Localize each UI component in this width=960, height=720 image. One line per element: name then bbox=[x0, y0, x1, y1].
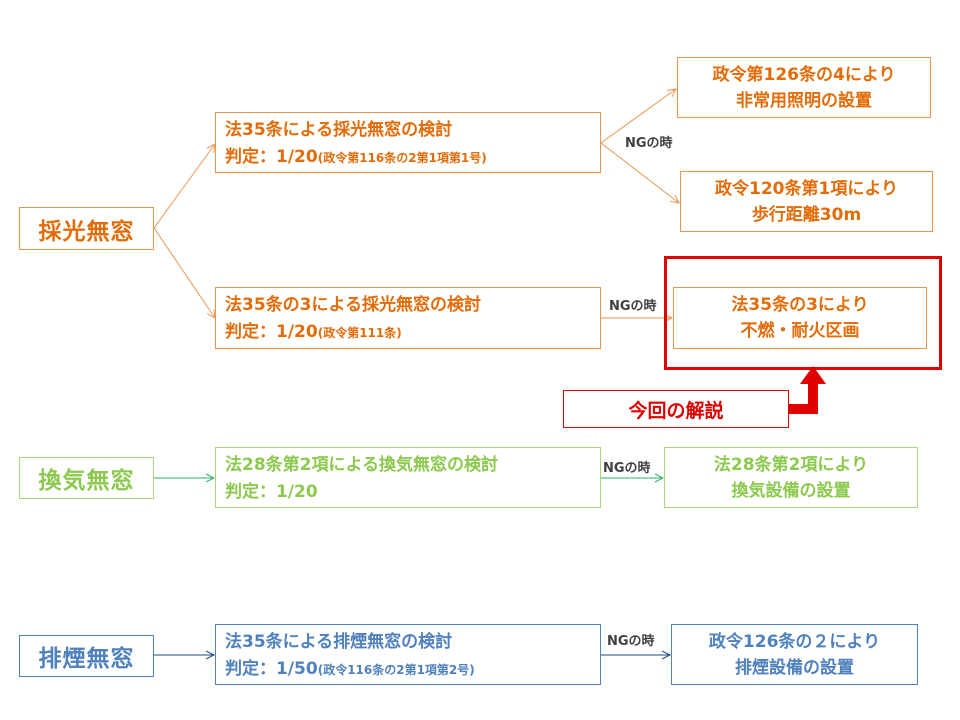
result1-line2: 非常用照明の設置 bbox=[736, 90, 872, 111]
arrow-check1-to-result1 bbox=[600, 89, 676, 144]
result3-line2: 不燃・耐火区画 bbox=[740, 321, 860, 341]
haien-check-line2: 判定：1/50(政令116条の2第1項第2号) bbox=[225, 656, 600, 684]
saiko-title-text: 採光無窓 bbox=[38, 218, 135, 245]
ng-label-1: NGの時 bbox=[625, 136, 673, 151]
result2-line1: 政令120条第1項により bbox=[715, 178, 898, 199]
check1-ref: (政令第116条の2第1項第1号) bbox=[317, 151, 487, 165]
ng-label-4: NGの時 bbox=[607, 634, 655, 649]
result2-line2: 歩行距離30m bbox=[751, 204, 862, 225]
ng-label-2: NGの時 bbox=[609, 299, 657, 314]
check2-ratio: 判定：1/20 bbox=[225, 322, 318, 342]
saiko-check2-box: 法35条の3による採光無窓の検討 判定：1/20(政令第111条) bbox=[215, 287, 601, 349]
check2-line1: 法35条の3による採光無窓の検討 bbox=[225, 295, 481, 315]
saiko-result2-box: 政令120条第1項により 歩行距離30m bbox=[680, 171, 933, 232]
haien-check-line1: 法35条による排煙無窓の検討 bbox=[225, 632, 453, 652]
haien-result-line1: 政令126条の２により bbox=[708, 631, 881, 652]
kanki-check-line2: 判定：1/20 bbox=[225, 482, 318, 502]
kanki-result-line1: 法28条第2項により bbox=[713, 454, 869, 475]
result3-line1: 法35条の3により bbox=[731, 295, 869, 315]
kanki-check-box: 法28条第2項による換気無窓の検討 判定：1/20 bbox=[215, 447, 601, 508]
saiko-check1-box: 法35条による採光無窓の検討 判定：1/20(政令第116条の2第1項第1号) bbox=[215, 112, 601, 173]
saiko-result1-box: 政令第126条の4により 非常用照明の設置 bbox=[677, 57, 931, 118]
check2-ref: (政令第111条) bbox=[317, 326, 402, 340]
saiko-musou-title: 採光無窓 bbox=[19, 207, 154, 250]
kanki-title-text: 換気無窓 bbox=[38, 468, 135, 494]
kanki-check-line1: 法28条第2項による換気無窓の検討 bbox=[225, 455, 498, 475]
check1-line2: 判定：1/20(政令第116条の2第1項第1号) bbox=[225, 144, 600, 172]
ng-label-3: NGの時 bbox=[603, 461, 651, 476]
callout-box: 今回の解説 bbox=[563, 390, 789, 428]
haien-ref: (政令116条の2第1項第2号) bbox=[317, 663, 475, 677]
callout-red-arrow bbox=[789, 366, 826, 414]
haien-check-box: 法35条による排煙無窓の検討 判定：1/50(政令116条の2第1項第2号) bbox=[215, 624, 601, 685]
haien-result-line2: 排煙設備の設置 bbox=[735, 657, 854, 678]
kanki-result-line2: 換気設備の設置 bbox=[731, 480, 851, 501]
kanki-result-box: 法28条第2項により 換気設備の設置 bbox=[664, 447, 918, 508]
arrow-saiko-to-check1 bbox=[153, 144, 215, 229]
haien-result-box: 政令126条の２により 排煙設備の設置 bbox=[671, 624, 918, 685]
check1-line1: 法35条による採光無窓の検討 bbox=[225, 120, 453, 140]
arrow-check1-to-result2 bbox=[600, 142, 679, 203]
result1-line1: 政令第126条の4により bbox=[712, 64, 896, 85]
highlight-frame bbox=[664, 256, 942, 370]
haien-ratio: 判定：1/50 bbox=[225, 659, 318, 679]
arrow-saiko-to-check2 bbox=[153, 227, 215, 318]
kanki-musou-title: 換気無窓 bbox=[19, 457, 154, 499]
check1-ratio: 判定：1/20 bbox=[225, 147, 318, 167]
haien-musou-title: 排煙無窓 bbox=[19, 635, 154, 677]
check2-line2: 判定：1/20(政令第111条) bbox=[225, 319, 600, 347]
haien-title-text: 排煙無窓 bbox=[38, 646, 135, 672]
saiko-result3-box: 法35条の3により 不燃・耐火区画 bbox=[673, 287, 927, 349]
